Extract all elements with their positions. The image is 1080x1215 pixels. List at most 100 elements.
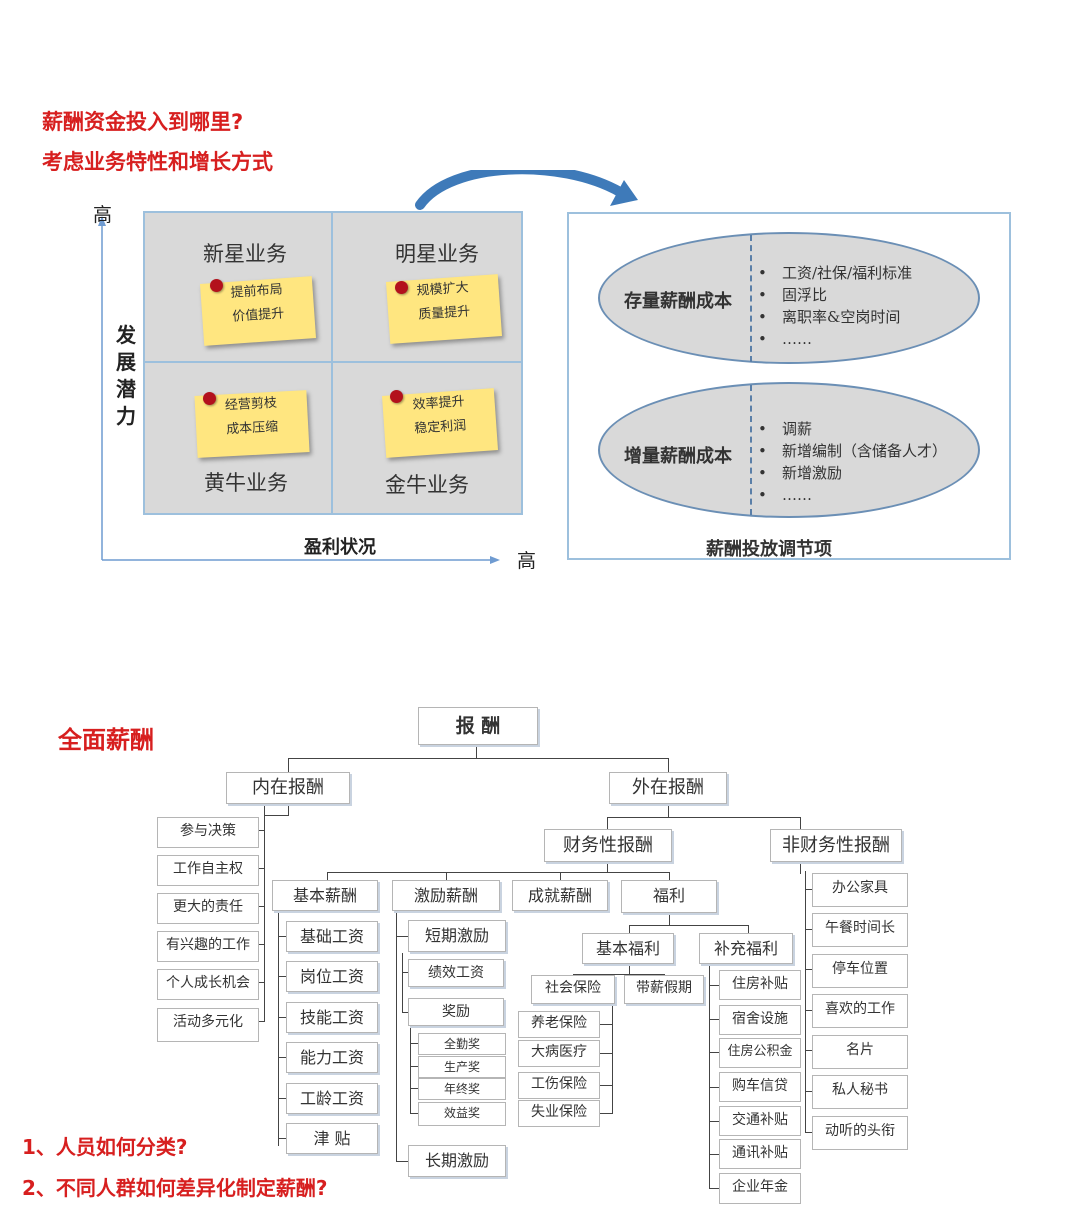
- box-nonfinancial-item: 办公家具: [812, 873, 908, 907]
- box-supplement-item: 企业年金: [719, 1173, 801, 1204]
- increment-cost-list: 调薪 新增编制（含储备人才） 新增激励 ……: [758, 418, 947, 506]
- connector-line: [278, 1057, 286, 1058]
- connector-line: [607, 861, 608, 873]
- connector-line: [327, 872, 670, 873]
- connector-line: [748, 925, 749, 934]
- box-bonus-item: 全勤奖: [418, 1033, 506, 1055]
- box-bonus-item: 年终奖: [418, 1078, 506, 1100]
- box-supplement-item: 住房补贴: [719, 970, 801, 1000]
- box-paid-leave: 带薪假期: [624, 975, 704, 1004]
- box-performance-pay: 绩效工资: [408, 959, 504, 987]
- box-supplement-welfare: 补充福利: [699, 933, 793, 964]
- connector-line: [629, 925, 630, 934]
- box-intrinsic-item: 更大的责任: [157, 893, 259, 924]
- connector-line: [258, 944, 265, 945]
- connector-line: [805, 929, 812, 930]
- pin-icon: [210, 279, 223, 292]
- connector-line: [410, 1043, 418, 1044]
- box-basic-pay-item: 工龄工资: [286, 1083, 378, 1114]
- connector-line: [258, 982, 265, 983]
- quadrant-ox: 黄牛业务: [204, 471, 288, 495]
- connector-line: [709, 985, 719, 986]
- matrix-divider-h: [143, 361, 523, 363]
- matrix-axes: [98, 170, 638, 564]
- box-intrinsic-item: 个人成长机会: [157, 969, 259, 1000]
- box-social-insurance: 社会保险: [531, 975, 615, 1004]
- question-differentiate: 2、不同人群如何差异化制定薪酬?: [22, 1176, 328, 1200]
- box-supplement-item: 通讯补贴: [719, 1139, 801, 1169]
- connector-line: [600, 1085, 613, 1086]
- connector-line: [258, 868, 265, 869]
- box-nonfinancial-item: 名片: [812, 1035, 908, 1069]
- connector-line: [805, 1091, 812, 1092]
- connector-line: [258, 830, 265, 831]
- connector-line: [800, 817, 801, 830]
- connector-line: [709, 1087, 719, 1088]
- connector-line: [573, 974, 665, 975]
- question-classify: 1、人员如何分类?: [22, 1135, 188, 1159]
- box-nonfinancial-item: 午餐时间长: [812, 913, 908, 947]
- connector-line: [668, 803, 669, 818]
- box-achievement-pay: 成就薪酬: [512, 880, 608, 911]
- box-bonus-item: 生产奖: [418, 1056, 506, 1078]
- connector-line: [278, 976, 286, 977]
- title-where-invest: 薪酬资金投入到哪里?: [42, 110, 244, 134]
- connector-line: [402, 1012, 408, 1013]
- x-axis-high: 高: [517, 550, 537, 572]
- stock-divider: [750, 235, 752, 362]
- total-rewards-title: 全面薪酬: [58, 726, 154, 754]
- connector-line: [446, 872, 447, 881]
- box-social-item: 失业保险: [518, 1100, 600, 1127]
- connector-line: [410, 1113, 418, 1114]
- connector-line: [278, 1017, 286, 1018]
- increment-cost-title: 增量薪酬成本: [624, 446, 732, 467]
- connector-line: [327, 872, 328, 881]
- pin-icon: [203, 392, 216, 405]
- box-intrinsic-item: 活动多元化: [157, 1008, 259, 1042]
- box-intrinsic-item: 有兴趣的工作: [157, 931, 259, 962]
- quadrant-rising-star: 新星业务: [203, 242, 287, 266]
- connector-line: [410, 1088, 418, 1089]
- box-financial: 财务性报酬: [544, 829, 672, 862]
- connector-line: [410, 1025, 411, 1114]
- connector-line: [396, 936, 408, 937]
- connector-line: [612, 1003, 613, 1114]
- pin-icon: [390, 390, 403, 403]
- connector-line: [402, 972, 408, 973]
- connector-line: [278, 910, 279, 1146]
- matrix-divider-v: [331, 211, 333, 515]
- box-long-term: 长期激励: [408, 1145, 506, 1177]
- box-nonfinancial-item: 私人秘书: [812, 1075, 908, 1109]
- box-supplement-item: 住房公积金: [719, 1038, 801, 1068]
- connector-line: [396, 910, 397, 1161]
- box-basic-pay: 基本薪酬: [272, 880, 378, 911]
- connector-line: [288, 758, 668, 759]
- connector-line: [805, 969, 812, 970]
- stock-cost-title: 存量薪酬成本: [624, 291, 732, 312]
- connector-line: [805, 871, 806, 1133]
- box-basic-pay-item: 基础工资: [286, 921, 378, 952]
- box-nonfinancial-item: 动听的头衔: [812, 1116, 908, 1150]
- y-axis-label: 发展潜力: [116, 323, 136, 428]
- panel-caption: 薪酬投放调节项: [706, 539, 832, 560]
- connector-line: [264, 815, 289, 816]
- connector-line: [288, 803, 289, 816]
- title-consider-business: 考虑业务特性和增长方式: [42, 150, 273, 174]
- box-basic-pay-item: 能力工资: [286, 1042, 378, 1073]
- box-intrinsic-item: 工作自主权: [157, 855, 259, 886]
- box-basic-pay-item: 技能工资: [286, 1002, 378, 1033]
- connector-line: [258, 1021, 265, 1022]
- quadrant-cash-cow: 金牛业务: [385, 473, 469, 497]
- box-extrinsic: 外在报酬: [609, 772, 727, 804]
- connector-line: [629, 925, 749, 926]
- box-basic-pay-item: 岗位工资: [286, 961, 378, 992]
- box-intrinsic-item: 参与决策: [157, 817, 259, 848]
- quadrant-star: 明星业务: [395, 242, 479, 266]
- box-supplement-item: 购车信贷: [719, 1072, 801, 1102]
- connector-line: [600, 1024, 613, 1025]
- connector-line: [709, 1052, 719, 1053]
- connector-line: [278, 1098, 286, 1099]
- connector-line: [288, 758, 289, 773]
- connector-line: [709, 963, 710, 1189]
- box-intrinsic: 内在报酬: [226, 772, 350, 804]
